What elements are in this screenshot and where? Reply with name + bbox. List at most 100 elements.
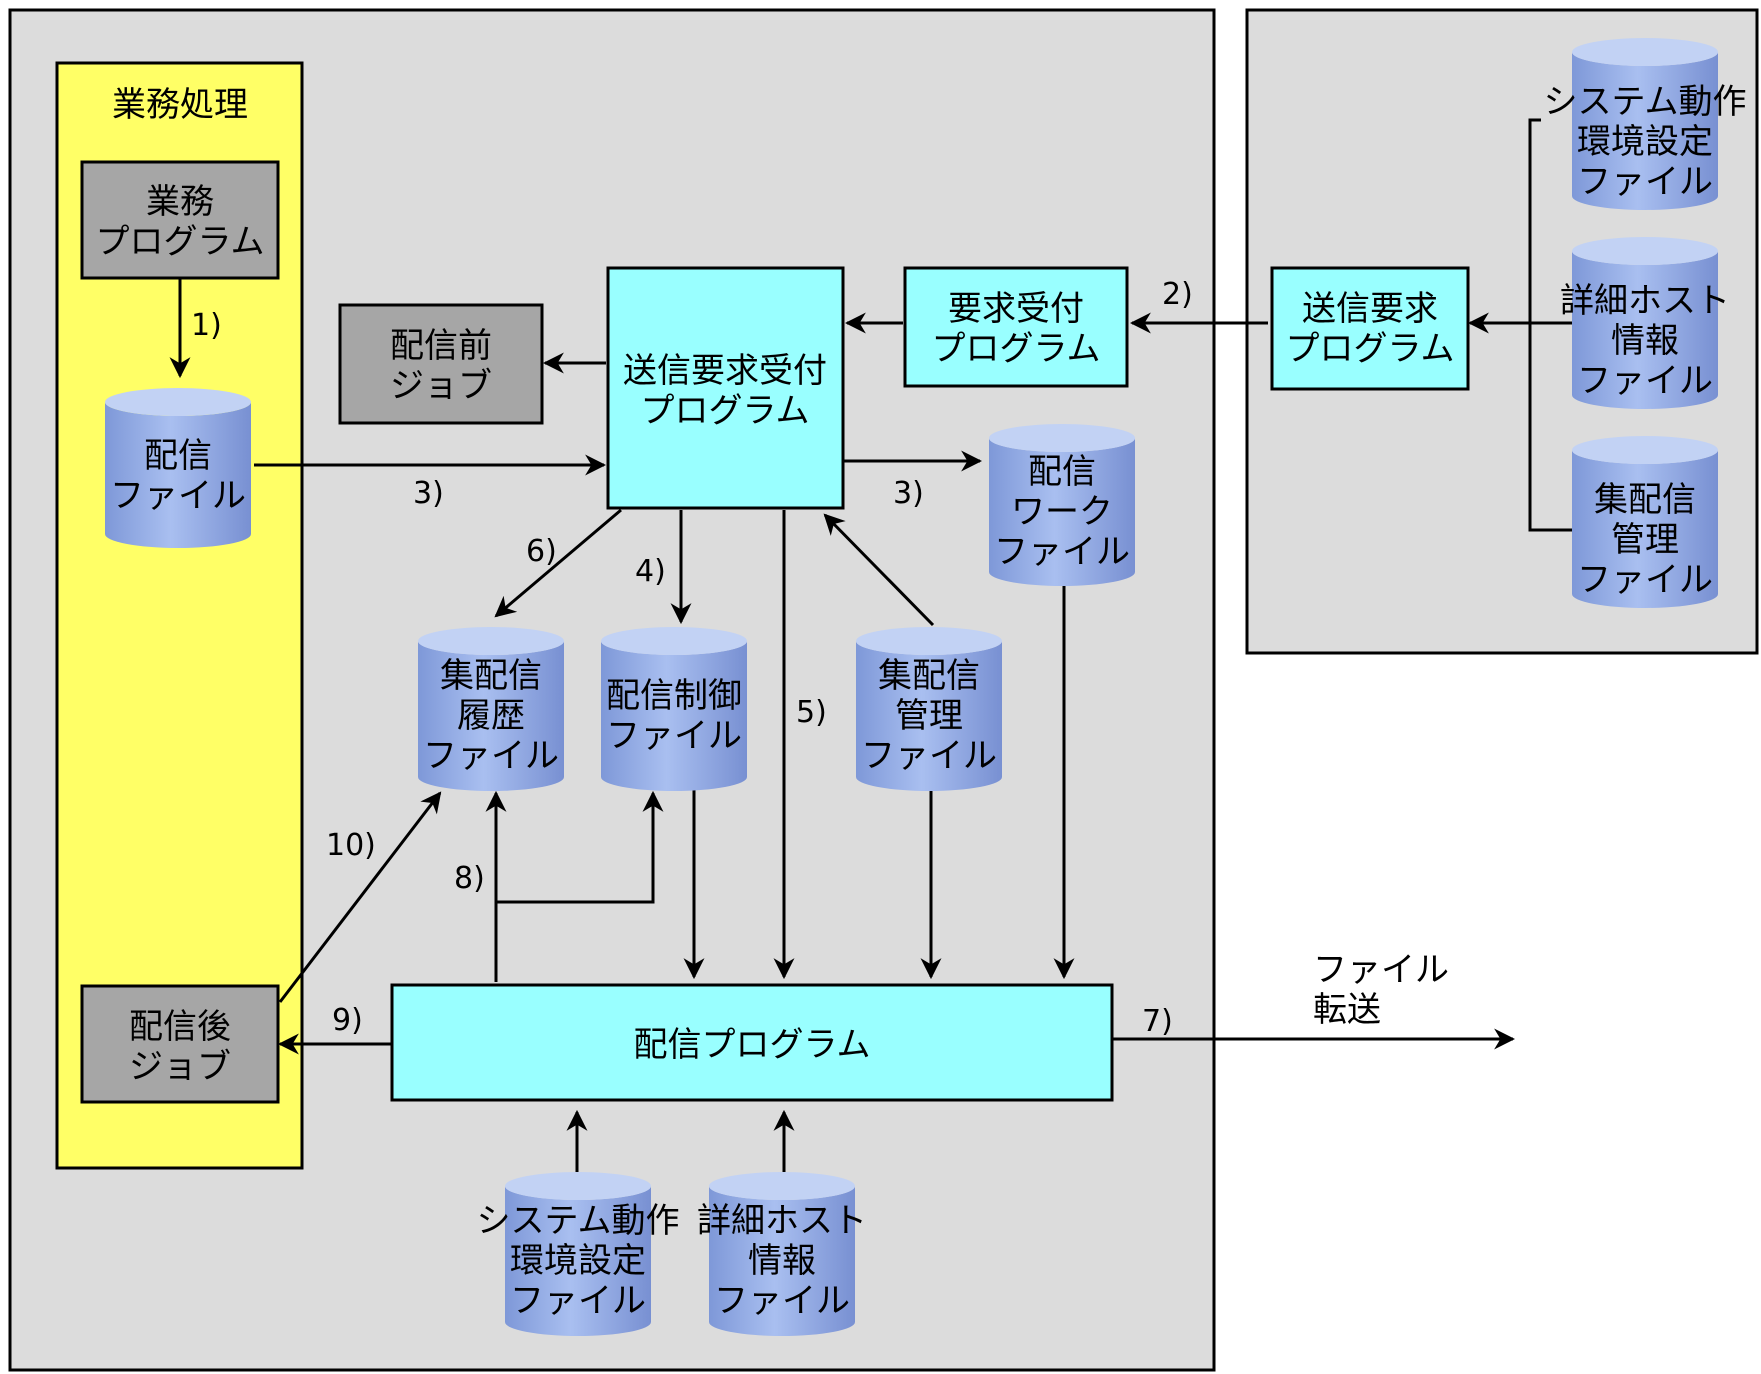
cylinder-top (1572, 38, 1718, 66)
cylinder-top (1572, 436, 1718, 464)
cylinder-body (989, 438, 1135, 586)
host-info-right-cylinder: 詳細ホスト 情報 ファイル (1560, 237, 1730, 409)
haishin-work-file-cylinder: 配信 ワーク ファイル (989, 424, 1135, 586)
cylinder-body (1572, 450, 1718, 608)
file-label: ファイル (606, 716, 742, 756)
cylinder-top (709, 1172, 855, 1200)
file-label: ファイル (1577, 162, 1713, 202)
file-label: 集配信 (1594, 480, 1696, 520)
bracket-right-files (1528, 118, 1573, 532)
box-label: プログラム (932, 329, 1101, 369)
shuuhaishin-kanri-cylinder: 集配信 管理 ファイル (856, 627, 1002, 791)
file-label: 情報 (748, 1241, 816, 1281)
file-label: ワーク (1011, 492, 1113, 532)
cylinder-body (601, 641, 747, 791)
step-label-5: 5) (796, 695, 827, 730)
step-label-7: 7) (1142, 1004, 1173, 1039)
haishin-seigyo-cylinder: 配信制御 ファイル (601, 627, 747, 791)
cylinder-top (856, 627, 1002, 655)
step-label-9: 9) (332, 1003, 363, 1038)
file-label: 情報 (1611, 321, 1679, 361)
file-label: 集配信 (440, 656, 542, 696)
file-label: 環境設定 (510, 1241, 646, 1281)
soushin-youkyu-uketsuke-box: 送信要求受付 プログラム (606, 266, 845, 510)
file-transfer-line: ファイル (1313, 950, 1449, 990)
box-label: 配信後 (129, 1007, 231, 1047)
box-label: プログラム (96, 222, 265, 262)
gyomu-panel-title: 業務処理 (112, 85, 248, 125)
file-label: ファイル (861, 736, 997, 776)
file-label: 集配信 (878, 656, 980, 696)
step-label-1: 1) (191, 308, 222, 343)
box-label: 配信前 (390, 326, 492, 366)
box-label: ジョブ (129, 1047, 231, 1087)
system-env-bottom-cylinder: システム動作 環境設定 ファイル (477, 1172, 680, 1336)
cylinder-top (989, 424, 1135, 452)
file-label: システム動作 (1544, 82, 1747, 122)
haishin-go-job-box: 配信後 ジョブ (80, 984, 280, 1104)
cylinder-body (418, 641, 564, 791)
step-label-3b: 3) (893, 476, 924, 511)
gyomu-program-box: 業務 プログラム (80, 160, 280, 280)
file-label: 配信制御 (606, 676, 742, 716)
system-env-right-cylinder: システム動作 環境設定 ファイル (1544, 38, 1747, 210)
cylinder-top (505, 1172, 651, 1200)
file-label: 詳細ホスト (1560, 281, 1730, 321)
cylinder-body (105, 402, 251, 548)
arrow-kanri-to-accept (823, 513, 935, 627)
file-transfer-label: ファイル 転送 (1313, 950, 1449, 1030)
file-label: ファイル (1577, 361, 1713, 401)
haishin-file-cylinder: 配信 ファイル (105, 388, 251, 548)
cylinder-top (105, 388, 251, 416)
soushin-youkyu-box: 送信要求 プログラム (1270, 266, 1470, 391)
step-label-6: 6) (526, 534, 557, 569)
haishin-program-box: 配信プログラム (390, 983, 1114, 1102)
step-label-8: 8) (454, 861, 485, 896)
box-label: 要求受付 (948, 289, 1084, 329)
cylinder-top (418, 627, 564, 655)
box-label: 配信プログラム (634, 1025, 871, 1065)
box-label: 業務 (146, 182, 214, 222)
step-label-4: 4) (635, 554, 666, 589)
file-label: システム動作 (477, 1201, 680, 1241)
file-label: ファイル (1577, 560, 1713, 600)
file-cylinders: 配信 ファイル 配信 ワーク ファイル 集配信 履歴 ファイル 配信制御 ファイ… (105, 38, 1746, 1336)
file-label: 詳細ホスト (697, 1201, 867, 1241)
cylinder-top (601, 627, 747, 655)
youkyu-uketsuke-box: 要求受付 プログラム (903, 266, 1129, 388)
box-label: 送信要求 (1302, 289, 1438, 329)
step-labels: 1) 2) 3) 3) 4) 5) 6) 7) 8) 9) 10) (191, 277, 1193, 1039)
step-label-3a: 3) (413, 476, 444, 511)
cylinder-body (856, 641, 1002, 791)
file-label: 配信 (1028, 452, 1096, 492)
cylinder-body (1572, 251, 1718, 409)
step-label-10: 10) (326, 828, 376, 863)
file-label: ファイル (110, 476, 246, 516)
haishin-mae-job-box: 配信前 ジョブ (338, 303, 544, 425)
file-transfer-line: 転送 (1313, 990, 1381, 1030)
cylinder-top (1572, 237, 1718, 265)
box-label: プログラム (641, 391, 810, 431)
arrow-10 (278, 791, 442, 1003)
file-label: 管理 (895, 696, 963, 736)
cylinder-body (709, 1186, 855, 1336)
cylinder-body (505, 1186, 651, 1336)
shuuhaishin-rireki-cylinder: 集配信 履歴 ファイル (418, 627, 564, 791)
file-label: 環境設定 (1577, 122, 1713, 162)
host-info-bottom-cylinder: 詳細ホスト 情報 ファイル (697, 1172, 867, 1336)
shuuhaishin-kanri-right-cylinder: 集配信 管理 ファイル (1572, 436, 1718, 608)
box-label: ジョブ (390, 366, 492, 406)
arrow-8-seigyo (496, 790, 664, 904)
file-label: ファイル (994, 532, 1130, 572)
box-label: 送信要求受付 (623, 351, 827, 391)
file-label: 管理 (1611, 520, 1679, 560)
file-label: ファイル (423, 736, 559, 776)
file-label: 配信 (144, 436, 212, 476)
cylinder-body (1572, 52, 1718, 210)
connectors (169, 118, 1573, 1172)
file-label: ファイル (510, 1281, 646, 1321)
box-label: プログラム (1286, 329, 1455, 369)
step-label-2: 2) (1162, 277, 1193, 312)
arrow-6 (494, 508, 622, 618)
